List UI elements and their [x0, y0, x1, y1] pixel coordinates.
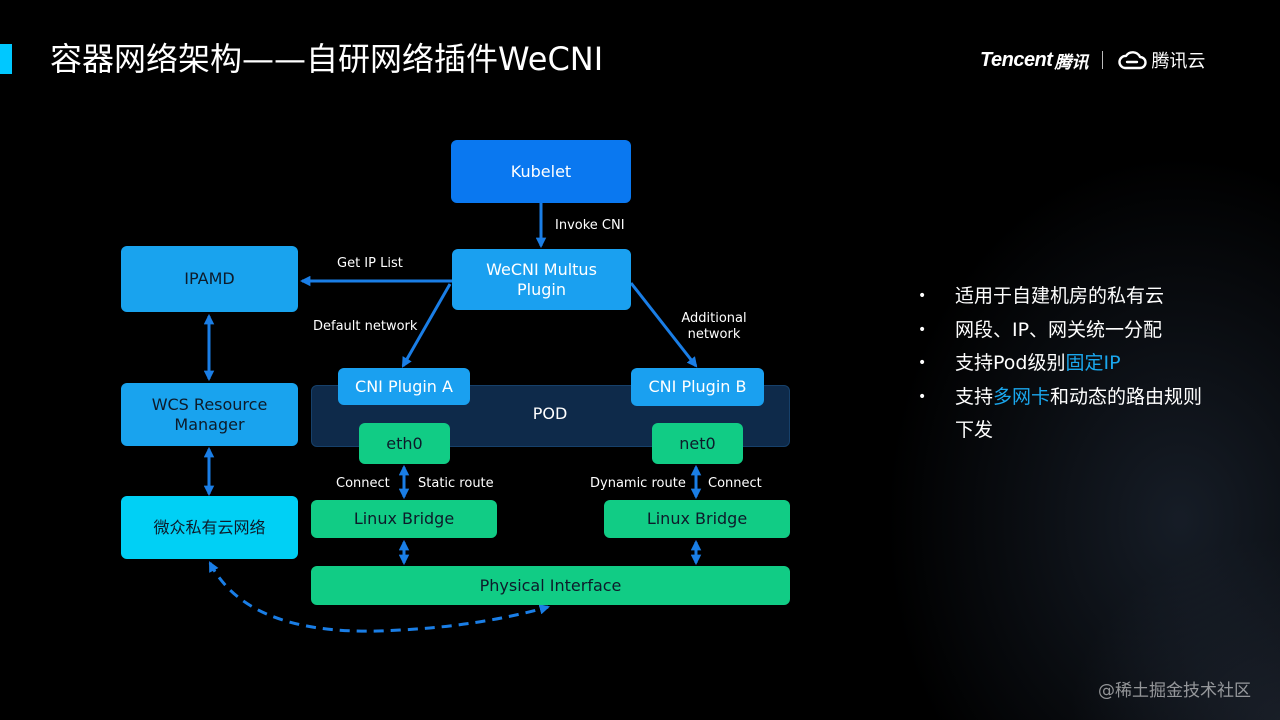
wecni-multus-plugin-node: WeCNI Multus Plugin: [452, 249, 631, 310]
brand-divider: [1102, 51, 1104, 69]
bullet-text: 适用于自建机房的私有云: [955, 285, 1165, 307]
wcs-label-line2: Manager: [174, 414, 245, 434]
bullet-item: • 支持Pod级别固定IP: [918, 347, 1218, 381]
edge-label-connect-right: Connect: [708, 476, 762, 491]
feature-bullet-list: • 适用于自建机房的私有云 • 网段、IP、网关统一分配 • 支持Pod级别固定…: [918, 280, 1218, 448]
bullet-marker: •: [918, 388, 927, 405]
edge-label-connect-left: Connect: [336, 476, 390, 491]
pod-label: POD: [532, 404, 568, 423]
edge-label-additional-network: Additional network: [674, 311, 754, 343]
net0-node: net0: [652, 423, 743, 464]
bullet-text-post: 和动态的路由规则下发: [955, 385, 1203, 442]
tencent-wordmark-cn: 腾讯: [1054, 52, 1089, 73]
edge-label-additional-line1: Additional: [681, 311, 747, 326]
page-title: 容器网络架构——自研网络插件WeCNI: [50, 40, 604, 78]
tencent-wordmark: Tencent: [980, 48, 1053, 71]
physical-interface-label: Physical Interface: [479, 575, 622, 595]
bullet-item: • 适用于自建机房的私有云: [918, 280, 1218, 314]
wecni-label-line1: WeCNI Multus: [486, 259, 597, 279]
cni-plugin-a-label: CNI Plugin A: [355, 376, 453, 396]
bullet-marker: •: [918, 288, 927, 304]
cni-plugin-b-node: CNI Plugin B: [631, 368, 764, 406]
ipamd-node: IPAMD: [121, 246, 298, 312]
tencent-cloud-wordmark: 腾讯云: [1151, 51, 1206, 72]
bullet-highlight: 固定IP: [1065, 352, 1121, 374]
edge-label-default-network: Default network: [313, 319, 418, 334]
bullet-text-pre: 支持: [955, 385, 994, 408]
linux-bridge-left-label: Linux Bridge: [353, 509, 455, 528]
physical-interface-node: Physical Interface: [311, 566, 790, 605]
bullet-marker: •: [918, 321, 927, 338]
bullet-text: 网段、IP、网关统一分配: [955, 318, 1163, 341]
cni-plugin-a-node: CNI Plugin A: [338, 368, 470, 405]
ipamd-label: IPAMD: [184, 269, 235, 288]
linux-bridge-right-node: Linux Bridge: [604, 500, 790, 538]
wcs-resource-manager-node: WCS Resource Manager: [121, 383, 298, 446]
edge-label-invoke-cni: Invoke CNI: [555, 218, 625, 233]
bullet-item: • 支持多网卡和动态的路由规则下发: [918, 381, 1218, 448]
edge-wecni-cni-a: [401, 283, 452, 368]
edge-label-get-ip-list: Get IP List: [337, 256, 403, 271]
weizhong-private-cloud-node: 微众私有云网络: [121, 496, 298, 559]
bullet-text-pre: 支持Pod级别: [955, 352, 1066, 374]
net0-label: net0: [679, 433, 716, 453]
edge-weizhong-physical-dashed: [208, 561, 551, 633]
tencent-cloud-icon: [1118, 51, 1148, 70]
wecni-label-line2: Plugin: [517, 279, 566, 299]
linux-bridge-left-node: Linux Bridge: [311, 500, 497, 538]
weizhong-label: 微众私有云网络: [153, 517, 266, 537]
cni-plugin-b-label: CNI Plugin B: [648, 377, 747, 396]
kubelet-label: Kubelet: [510, 161, 572, 181]
title-accent-bar: [0, 44, 12, 74]
bullet-item: • 网段、IP、网关统一分配: [918, 314, 1218, 348]
wcs-label-line1: WCS Resource: [151, 394, 268, 414]
kubelet-node: Kubelet: [451, 140, 631, 203]
edge-label-static-route: Static route: [418, 476, 494, 491]
brand-logos: Tencent 腾讯 腾讯云: [980, 46, 1205, 74]
eth0-node: eth0: [359, 423, 450, 464]
bullet-highlight: 多网卡: [993, 385, 1051, 408]
edge-label-dynamic-route: Dynamic route: [590, 476, 686, 491]
edge-label-additional-line2: network: [687, 327, 741, 342]
bullet-marker: •: [918, 355, 927, 371]
edge-wecni-cni-b: [629, 282, 698, 368]
linux-bridge-right-label: Linux Bridge: [646, 509, 748, 528]
watermark: @稀土掘金技术社区: [1098, 681, 1251, 701]
eth0-label: eth0: [386, 433, 423, 453]
